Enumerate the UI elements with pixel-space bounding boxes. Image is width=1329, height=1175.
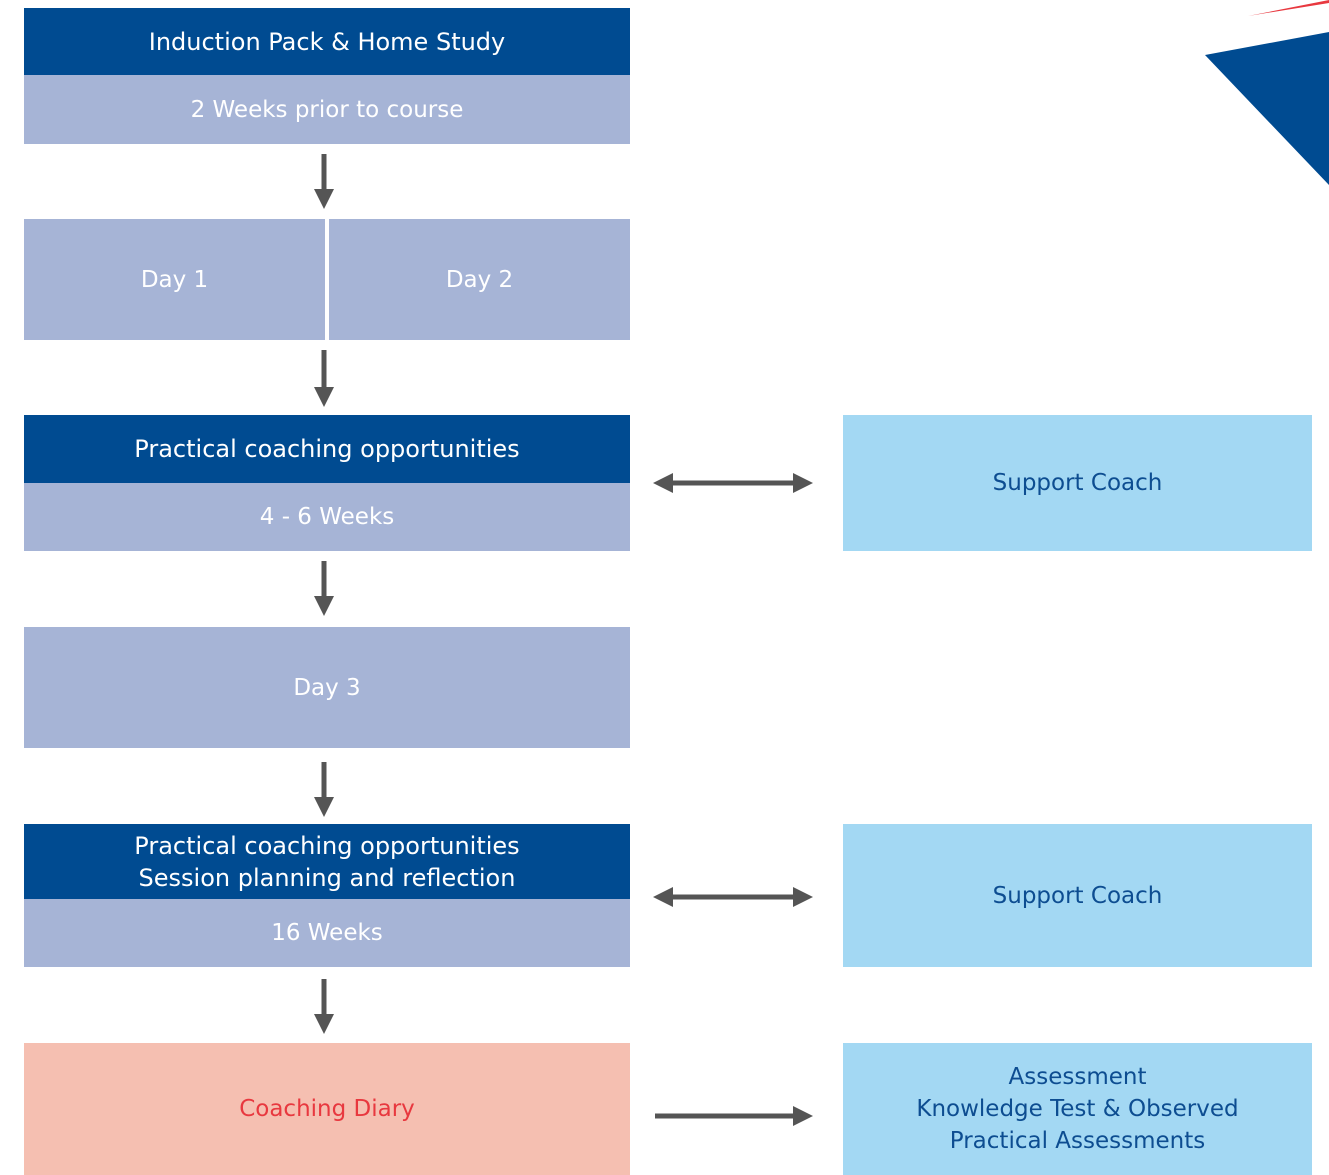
practical-2-title-line1: Practical coaching opportunities xyxy=(134,831,520,860)
practical-1-timing-text: 4 - 6 Weeks xyxy=(259,504,395,530)
assessment-box: Assessment Knowledge Test & Observed Pra… xyxy=(843,1043,1312,1175)
day-3-box: Day 3 xyxy=(24,627,630,748)
practical-2-title: Practical coaching opportunities Session… xyxy=(24,824,630,899)
practical-2-timing: 16 Weeks xyxy=(24,899,630,967)
support-coach-2-text: Support Coach xyxy=(992,882,1163,909)
coaching-diary-text: Coaching Diary xyxy=(239,1096,415,1122)
induction-timing-text: 2 Weeks prior to course xyxy=(190,96,464,123)
induction-timing: 2 Weeks prior to course xyxy=(24,75,630,144)
practical-1-timing: 4 - 6 Weeks xyxy=(24,483,630,551)
day-1-text: Day 1 xyxy=(140,266,209,293)
assessment-line3: Practical Assessments xyxy=(949,1128,1206,1154)
support-coach-box-2: Support Coach xyxy=(843,824,1312,967)
day-2-text: Day 2 xyxy=(445,266,514,293)
blue-triangle-shape xyxy=(1205,32,1329,185)
practical-1-title-text: Practical coaching opportunities xyxy=(134,435,520,463)
practical-2-timing-text: 16 Weeks xyxy=(271,920,383,946)
red-swoosh-shape xyxy=(1248,0,1329,16)
day-1-box: Day 1 xyxy=(24,219,325,340)
induction-title-text: Induction Pack & Home Study xyxy=(148,27,506,56)
practical-2-title-line2: Session planning and reflection xyxy=(138,863,516,892)
coaching-diary-box: Coaching Diary xyxy=(24,1043,630,1175)
support-coach-box-1: Support Coach xyxy=(843,415,1312,551)
practical-1-title: Practical coaching opportunities xyxy=(24,415,630,483)
day-2-box: Day 2 xyxy=(329,219,630,340)
assessment-line2: Knowledge Test & Observed xyxy=(916,1096,1239,1122)
assessment-line1: Assessment xyxy=(1008,1064,1147,1090)
induction-title: Induction Pack & Home Study xyxy=(24,8,630,75)
day-3-text: Day 3 xyxy=(293,674,361,701)
support-coach-1-text: Support Coach xyxy=(992,470,1163,496)
